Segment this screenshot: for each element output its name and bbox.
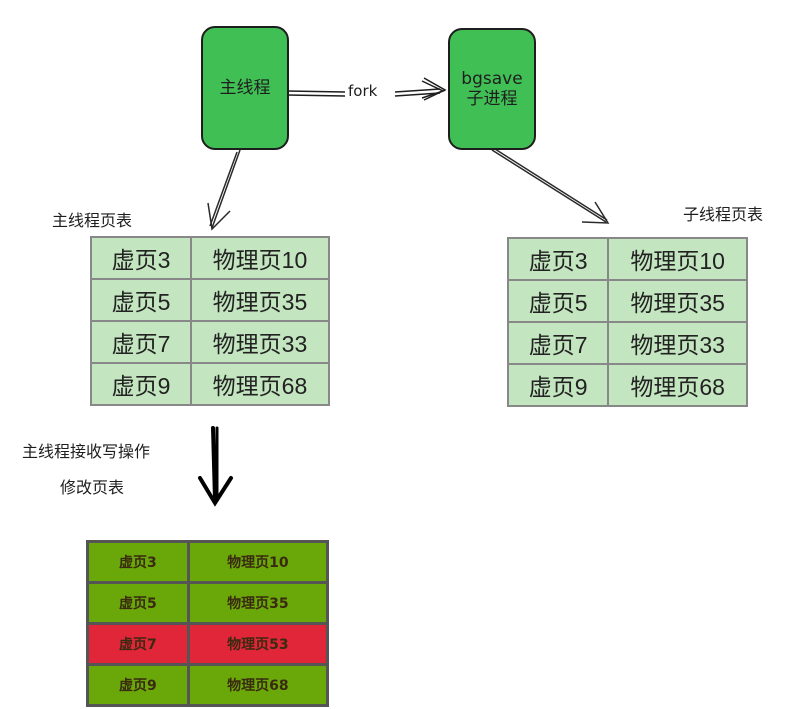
physical-page-cell: 物理页53 <box>186 622 330 666</box>
physical-page-cell: 物理页35 <box>186 581 330 625</box>
fork-label: fork <box>346 82 380 100</box>
physical-page-cell: 物理页68 <box>186 663 330 707</box>
virtual-page-cell: 虚页5 <box>86 581 190 625</box>
modify-caption: 修改页表 <box>60 478 125 497</box>
write-arrow <box>198 426 233 507</box>
physical-page-cell: 物理页10 <box>186 540 330 584</box>
virtual-page-cell: 虚页9 <box>90 362 192 406</box>
virtual-page-cell: 虚页3 <box>86 540 190 584</box>
child-label-line2: 子进程 <box>466 89 518 109</box>
fork-arrow <box>286 77 447 101</box>
child-label-line1: bgsave <box>461 68 523 89</box>
virtual-page-cell: 虚页7 <box>86 622 190 666</box>
main-to-table-arrow <box>207 149 241 231</box>
virtual-page-cell: 虚页5 <box>506 279 610 323</box>
bgsave-child-node: bgsave 子进程 <box>448 28 536 150</box>
main-thread-label: 主线程 <box>219 77 271 98</box>
virtual-page-cell: 虚页7 <box>506 321 610 365</box>
virtual-page-cell: 虚页3 <box>506 237 610 281</box>
physical-page-cell: 物理页10 <box>189 236 331 280</box>
write-op-caption: 主线程接收写操作 <box>22 442 151 461</box>
child-to-table-arrow <box>491 148 610 224</box>
virtual-page-cell: 虚页5 <box>90 278 192 322</box>
child-table-caption: 子线程页表 <box>683 205 764 224</box>
virtual-page-cell: 虚页9 <box>86 663 190 707</box>
virtual-page-cell: 虚页3 <box>90 236 192 280</box>
physical-page-cell: 物理页33 <box>607 321 748 365</box>
main-table-caption: 主线程页表 <box>52 211 133 230</box>
physical-page-cell: 物理页10 <box>607 237 748 281</box>
physical-page-cell: 物理页68 <box>607 363 748 407</box>
physical-page-cell: 物理页35 <box>607 279 748 323</box>
virtual-page-cell: 虚页7 <box>90 320 192 364</box>
main-thread-node: 主线程 <box>201 26 289 150</box>
physical-page-cell: 物理页33 <box>189 320 331 364</box>
physical-page-cell: 物理页68 <box>189 362 331 406</box>
virtual-page-cell: 虚页9 <box>506 363 610 407</box>
physical-page-cell: 物理页35 <box>189 278 331 322</box>
